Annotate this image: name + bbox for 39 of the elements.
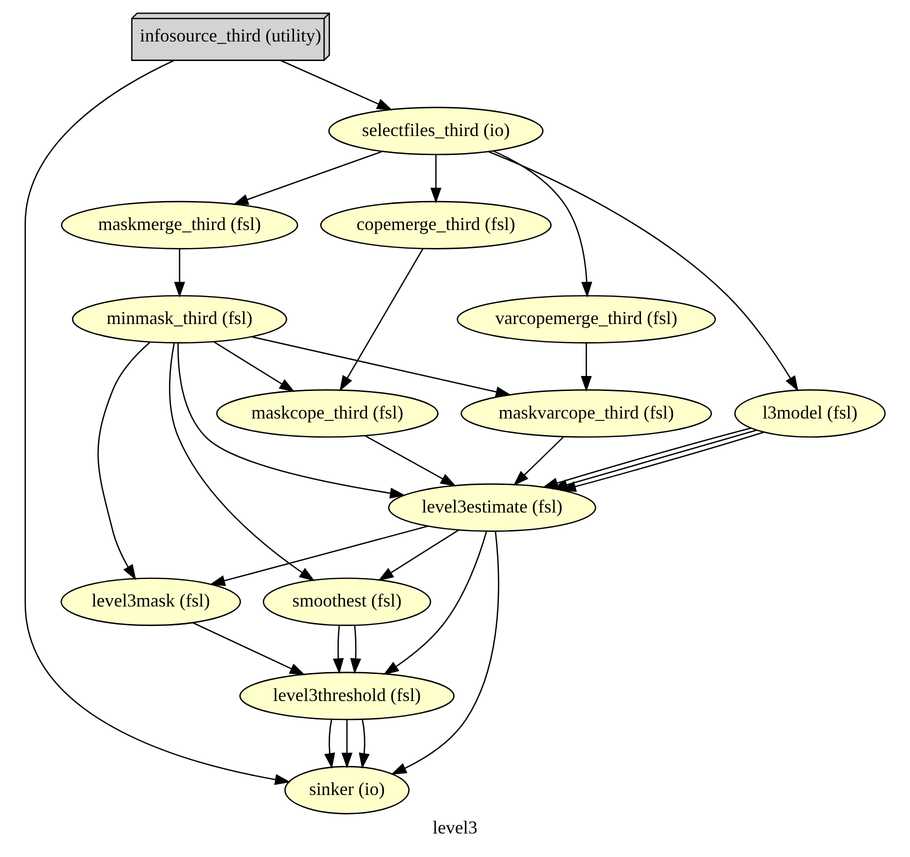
arrow xyxy=(364,435,456,486)
node-ellipse: varcopemerge_third (fsl) xyxy=(456,295,716,344)
arrow xyxy=(192,622,306,676)
node-ellipse: level3threshold (fsl) xyxy=(239,672,455,720)
node-ellipse: l3model (fsl) xyxy=(734,389,886,438)
node-ellipse: maskvarcope_third (fsl) xyxy=(460,389,712,438)
node-ellipse: level3mask (fsl) xyxy=(60,578,242,626)
arrow xyxy=(168,342,315,582)
arrow xyxy=(332,625,344,674)
arrow xyxy=(174,249,186,298)
node-ellipse: smoothest (fsl) xyxy=(262,578,432,626)
arrow xyxy=(177,343,406,499)
arrow xyxy=(390,531,500,775)
node-ellipse: selectfiles_third (io) xyxy=(328,106,544,156)
arrow xyxy=(430,154,442,204)
node-ellipse: maskmerge_third (fsl) xyxy=(60,200,298,250)
arrow xyxy=(378,529,460,581)
arrow xyxy=(488,151,798,392)
arrow xyxy=(580,343,592,392)
arrow xyxy=(513,436,564,486)
arrow xyxy=(324,719,336,769)
node-ellipse: sinker (io) xyxy=(284,766,410,814)
arrow xyxy=(214,341,295,392)
arrow xyxy=(232,150,382,205)
arrow xyxy=(252,336,512,398)
arrow xyxy=(383,531,488,675)
arrow xyxy=(493,150,592,298)
node-ellipse: maskcope_third (fsl) xyxy=(216,389,439,438)
arrow xyxy=(358,719,370,769)
node-ellipse: copemerge_third (fsl) xyxy=(320,200,552,250)
arrow xyxy=(24,60,291,785)
arrow xyxy=(209,526,428,586)
arrow xyxy=(341,720,352,768)
caption: level3 xyxy=(432,818,478,838)
arrow xyxy=(98,342,151,580)
node-ellipse: minmask_third (fsl) xyxy=(72,295,288,344)
arrow xyxy=(350,625,362,674)
arrow xyxy=(340,248,424,392)
arrow xyxy=(280,60,393,110)
